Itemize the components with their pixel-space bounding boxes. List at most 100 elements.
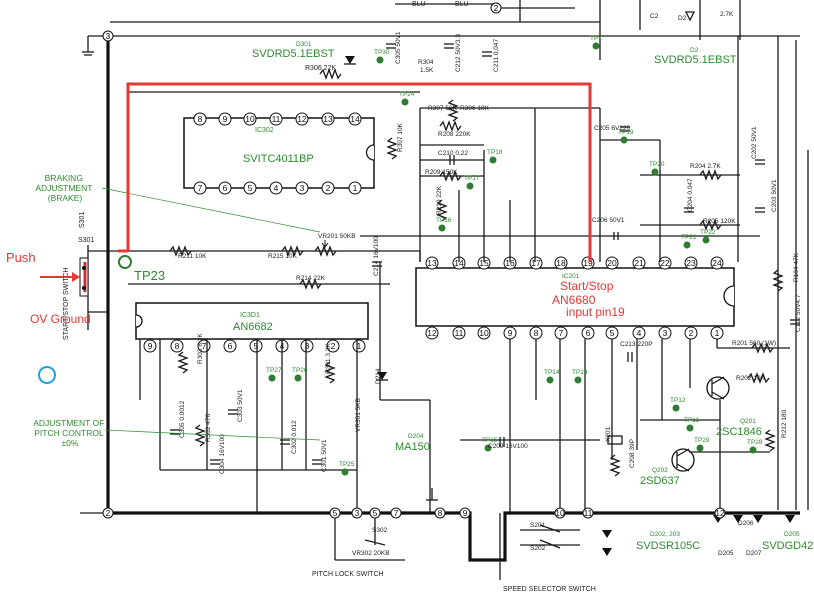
ic201-top-pin-23: 23 xyxy=(684,256,698,270)
svg-text:11: 11 xyxy=(272,114,281,124)
svg-text:23: 23 xyxy=(686,258,696,268)
ic302-top-pin-11: 11 xyxy=(269,112,283,126)
test-point-tp17: TP17 xyxy=(464,175,480,190)
svg-text:12: 12 xyxy=(297,114,307,124)
c204-label: C204 0.047 xyxy=(687,178,694,212)
c211-label: C211 0.047 xyxy=(493,38,500,72)
left-side-labels: START/STOP SWITCH S301 S301 xyxy=(63,212,94,340)
svg-text:BRAKING ADJUSTMENT: BRAKING ADJUSTMENT (BRAKE) xyxy=(35,173,94,203)
r104-label: R104 47K xyxy=(793,252,800,282)
svg-text:8: 8 xyxy=(175,341,180,351)
svg-text:2: 2 xyxy=(331,341,336,351)
ic201-bottom-pin-6: 6 xyxy=(581,326,595,340)
svg-text:12: 12 xyxy=(715,508,725,518)
c305v-label: C305 50V1 xyxy=(395,31,402,64)
svg-text:14: 14 xyxy=(454,258,464,268)
braking-adjustment-line-2: ADJUSTMENT xyxy=(35,183,92,193)
r211-label: R211 10K xyxy=(178,253,207,260)
r214-label: R214 22K xyxy=(296,275,326,282)
c2-label: C2 xyxy=(650,13,659,20)
svg-text:3: 3 xyxy=(305,341,310,351)
svg-text:TP11: TP11 xyxy=(684,417,699,424)
tp23-annotation: TP23 xyxy=(134,268,165,283)
ic302-top-pin-14: 14 xyxy=(348,112,362,126)
q201-name: 2SC1846 xyxy=(716,426,762,438)
speed-selector-switch-label: SPEED SELECTOR SWITCH xyxy=(503,586,596,593)
pitch-adjustment-label: ADJUSTMENT OF PITCH CONTROL ±0% xyxy=(33,418,321,448)
ic301-pin-2: 2 xyxy=(326,339,340,353)
svg-text:24: 24 xyxy=(712,258,722,268)
main-rails: 3 2 xyxy=(80,30,809,519)
r304-label: R304 xyxy=(418,59,434,66)
ic201-bottom-pin-11: 11 xyxy=(452,326,466,340)
svg-text:2: 2 xyxy=(106,509,111,518)
test-point-tp11: TP11 xyxy=(684,417,699,432)
ic201-bottom-pin-7: 7 xyxy=(554,326,568,340)
svg-text:15: 15 xyxy=(479,258,489,268)
svg-text:3: 3 xyxy=(355,508,360,518)
c301-label: C301 50V1 xyxy=(321,439,328,472)
ic201-top-pin-21: 21 xyxy=(632,256,646,270)
pitch-lock-switch-label: PITCH LOCK SWITCH xyxy=(312,571,384,578)
svg-text:TP18: TP18 xyxy=(487,149,503,156)
d202-203-label: D202, 203 xyxy=(650,531,680,538)
svg-text:1: 1 xyxy=(353,183,358,193)
top-partial-wiring: BLU BLU 2 C2 D2 2.7K xyxy=(110,0,741,60)
svg-text:19: 19 xyxy=(583,258,593,268)
test-point-tp16: TP16 xyxy=(436,217,452,232)
start-stop-note: Start/Stop input pin19 xyxy=(560,279,625,319)
svg-text:1: 1 xyxy=(715,328,720,338)
test-point-tp18: TP18 xyxy=(487,149,503,164)
c209-label: C209 16V100 xyxy=(488,443,528,450)
s202-label: S202 xyxy=(530,545,546,552)
c305-label: C305 0.0012 xyxy=(179,400,186,438)
svg-text:ADJUSTMENT OF PITCH CONT: ADJUSTMENT OF PITCH CONTROL ±0% xyxy=(33,418,107,448)
d204-name: MA150 xyxy=(395,441,430,453)
x201-label: X201 xyxy=(605,426,612,442)
svg-text:TP15: TP15 xyxy=(482,437,498,444)
vr301-label: VR301 5KB xyxy=(355,398,362,432)
start-stop-switch[interactable] xyxy=(79,257,89,297)
ic201-top-pin-17: 17 xyxy=(529,256,543,270)
c303-label: C303 50V1 xyxy=(237,389,244,422)
ic302-top-pin-10: 10 xyxy=(243,112,257,126)
ic201-chip xyxy=(415,267,735,327)
svg-text:22: 22 xyxy=(660,258,670,268)
ic201-name: AN6680 xyxy=(552,293,596,307)
r-2k7-label: 2.7K xyxy=(720,11,734,18)
r212-label: R212 180 xyxy=(781,409,788,438)
svg-text:10: 10 xyxy=(479,328,489,338)
svg-text:3: 3 xyxy=(663,328,668,338)
c203-label: C203 50V1 xyxy=(771,179,778,212)
svg-text:10: 10 xyxy=(245,114,255,124)
red-annotation-overlay xyxy=(38,82,592,384)
connector-pin-8: 8 xyxy=(434,507,446,519)
test-point-tp15: TP15 xyxy=(482,437,498,452)
svg-text:TP22: TP22 xyxy=(700,229,716,236)
r207-label: R207 56K xyxy=(428,105,458,112)
ic201-bottom-pin-9: 9 xyxy=(503,326,517,340)
ic302-top-pin-8: 8 xyxy=(193,112,207,126)
connector-pin-7: 7 xyxy=(390,507,402,519)
ic201-bottom-pin-2: 2 xyxy=(684,326,698,340)
ic301-pin-9: 9 xyxy=(143,339,157,353)
pitch-adjustment-line-2: PITCH CONTROL xyxy=(34,428,104,438)
svg-text:7: 7 xyxy=(202,341,207,351)
svg-text:TP20: TP20 xyxy=(649,161,665,168)
test-point-tp19: TP19 xyxy=(618,129,634,144)
braking-adjustment-line-1: BRAKING xyxy=(45,173,83,183)
d2-symbol-label: D2 xyxy=(678,15,687,22)
ic301-pin-3: 3 xyxy=(300,339,314,353)
connector-pin-5: 5 xyxy=(369,507,381,519)
test-point-tp28: TP28 xyxy=(747,439,763,454)
svg-text:13: 13 xyxy=(427,258,437,268)
svg-text:5: 5 xyxy=(333,508,338,518)
pitch-adjustment-line-1: ADJUSTMENT OF xyxy=(33,418,104,428)
braking-adjustment-label: BRAKING ADJUSTMENT (BRAKE) xyxy=(35,173,321,233)
svg-text:12: 12 xyxy=(427,328,437,338)
blu-label-1: BLU xyxy=(412,1,426,8)
